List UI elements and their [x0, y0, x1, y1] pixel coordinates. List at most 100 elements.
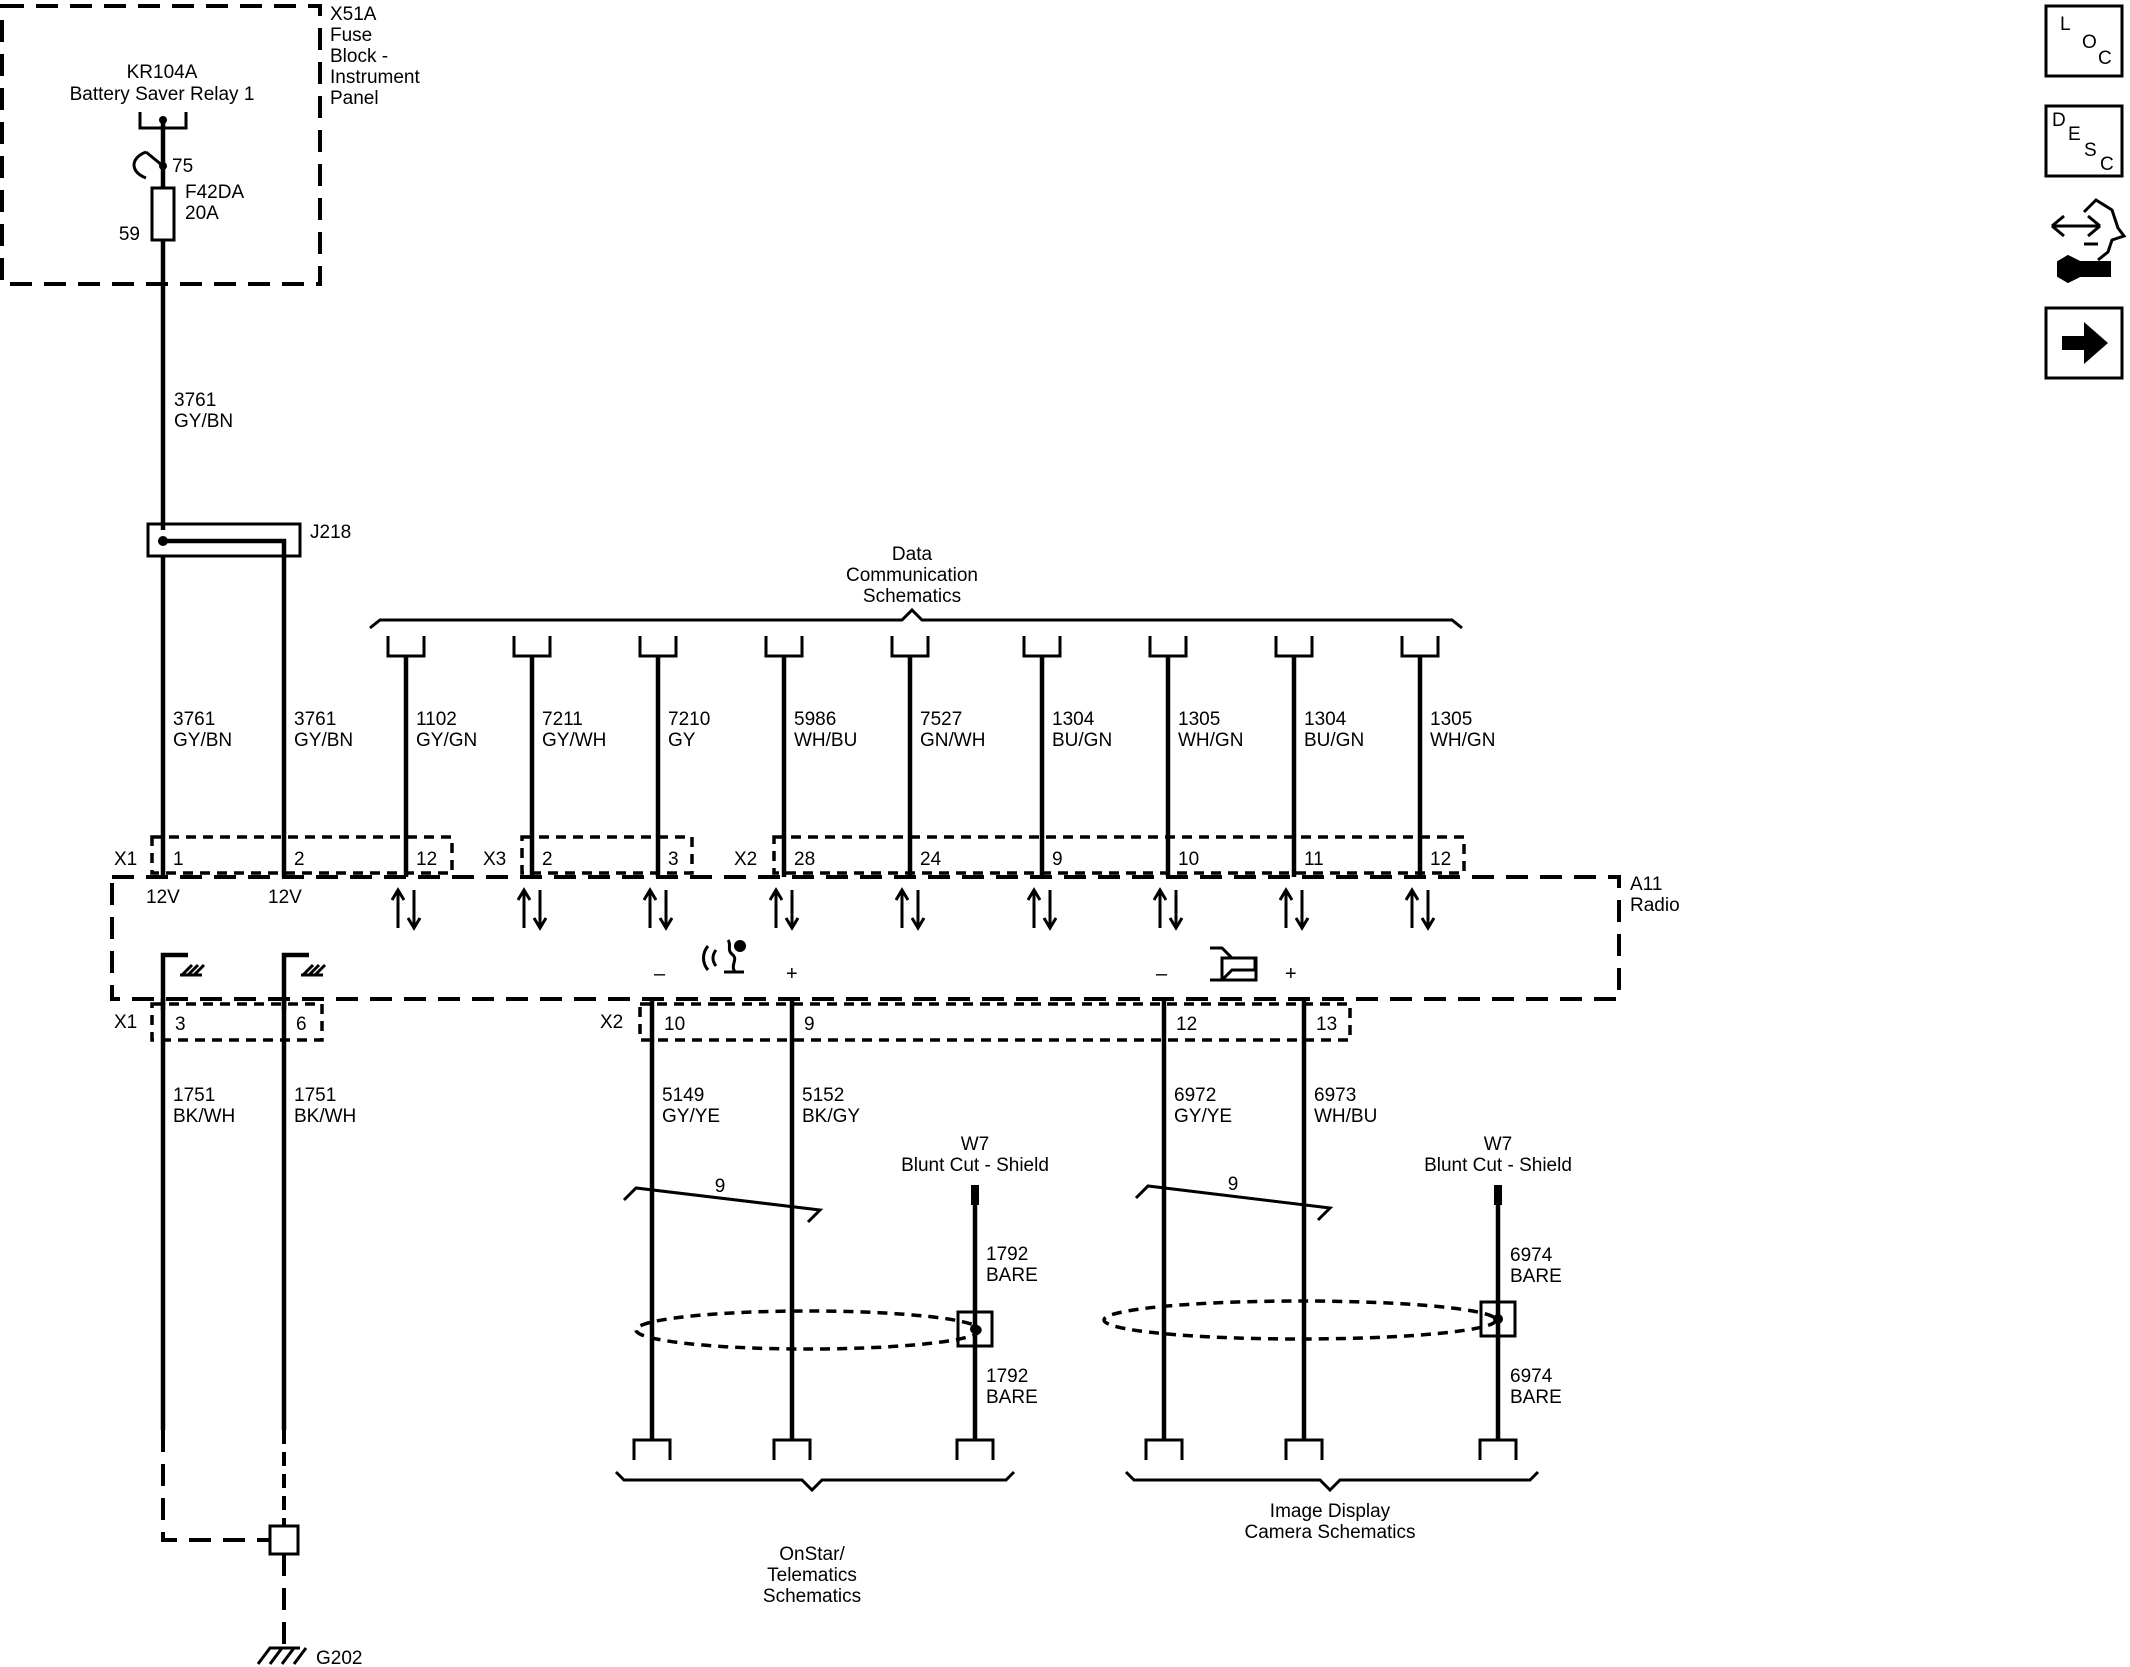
arrow-up: [1152, 887, 1168, 928]
camera-icon: [1210, 946, 1258, 982]
wire-circuit: 7210: [668, 709, 710, 730]
data-line-arrows: [390, 887, 1436, 931]
camera-plus: +: [1285, 963, 1297, 985]
internal-ground-x1-3: [160, 952, 206, 1010]
onstar-label: Schematics: [763, 1586, 861, 1607]
voltage-label: 12V: [146, 887, 180, 908]
camera-label: Camera Schematics: [1244, 1522, 1415, 1543]
next-arrow-icon[interactable]: [2044, 306, 2124, 380]
wire-pin: 12: [416, 849, 437, 870]
wire-pin: 3: [175, 1014, 186, 1035]
connector-x1-upper: [150, 835, 454, 875]
svg-text:L: L: [2060, 14, 2071, 35]
wire-circuit: 5152: [802, 1085, 844, 1106]
wire-circuit: 6972: [1174, 1085, 1216, 1106]
voltage-label: 12V: [268, 887, 302, 908]
feed-wire-color: GY/BN: [174, 411, 233, 432]
loc-icon[interactable]: L O C: [2044, 4, 2124, 78]
fuse-block-connector-id: X51A: [330, 4, 377, 25]
module-id: A11: [1630, 874, 1662, 895]
relay-name: Battery Saver Relay 1: [70, 84, 255, 105]
wire-pin: 1: [173, 849, 184, 870]
shield-terminal-cup: [1478, 1438, 1518, 1460]
arrow-up: [390, 887, 406, 928]
arrow-up: [1278, 887, 1294, 928]
wire-terminal-cup: [386, 636, 426, 658]
connector-service-icon[interactable]: [2051, 198, 2127, 284]
shield-color-upper: BARE: [986, 1265, 1038, 1286]
wire-circuit: 1102: [416, 709, 457, 730]
arrow-down: [910, 890, 926, 931]
internal-ground-x1-6: [281, 952, 327, 1010]
terminal-symbol: [132, 150, 164, 180]
wire-circuit: 1304: [1304, 709, 1347, 730]
wire-color: WH/GN: [1178, 730, 1243, 751]
module-name: Radio: [1630, 895, 1680, 916]
wire-pin: 2: [542, 849, 553, 870]
shield-label: Blunt Cut - Shield: [1424, 1155, 1572, 1176]
shield-ellipse: [1102, 1299, 1498, 1341]
wire-terminal-cup: [1148, 636, 1188, 658]
desc-icon[interactable]: D E S C: [2044, 104, 2124, 178]
shield-circuit-lower: 1792: [986, 1366, 1028, 1387]
data-comm-brace: [369, 607, 1463, 630]
wire-circuit: 5986: [794, 709, 836, 730]
fuse-f42da: [150, 186, 176, 242]
fuse-rating: 20A: [185, 203, 219, 224]
mic-plus: +: [786, 963, 798, 985]
wire-pin: 12: [1176, 1014, 1197, 1035]
fuse-block-name-line: Fuse: [330, 25, 372, 46]
microphone-icon: [702, 939, 746, 974]
twist-count: 9: [715, 1176, 726, 1197]
wire-pin: 10: [1178, 849, 1199, 870]
wire-circuit: 1305: [1430, 709, 1472, 730]
fuse-block-name-line: Instrument: [330, 67, 420, 88]
wire-color: GY/GN: [416, 730, 477, 751]
fuse-id: F42DA: [185, 182, 244, 203]
onstar-telematics-bracket: OnStar/ Telematics Schematics: [614, 1470, 1016, 1607]
wire-circuit: 1304: [1052, 709, 1095, 730]
fuse-pin-bottom: 59: [119, 224, 140, 245]
wire-circuit: 6973: [1314, 1085, 1356, 1106]
wire-pin: 13: [1316, 1014, 1337, 1035]
wire-pin: 11: [1304, 849, 1324, 870]
splice-j218: J218: [146, 522, 351, 558]
arrow-down: [1168, 890, 1184, 931]
svg-text:D: D: [2052, 110, 2066, 131]
data-comm-label: Communication: [846, 565, 978, 586]
ground-connector: [268, 1524, 300, 1556]
data-comm-label: Data: [892, 544, 933, 565]
wire-circuit: 3761: [294, 709, 336, 730]
splice-id: J218: [310, 522, 351, 543]
svg-text:S: S: [2084, 140, 2097, 161]
connector-x3-upper: [520, 835, 694, 875]
onstar-label: OnStar/: [779, 1544, 845, 1565]
fuse-block-name-line: Panel: [330, 88, 379, 109]
arrow-up: [642, 887, 658, 928]
shield-camera: W7 Blunt Cut - Shield 6974 BARE 6974 BAR…: [1102, 1134, 1572, 1440]
wire-color: BK/WH: [173, 1106, 235, 1127]
onstar-label: Telematics: [767, 1565, 857, 1586]
wire-circuit: 1751: [173, 1085, 215, 1106]
splice-bar: [163, 538, 287, 556]
wire-terminal-cup: [772, 1438, 812, 1460]
twisted-pair-camera: 9: [1134, 1174, 1334, 1222]
wire-terminal-cup: [1022, 636, 1062, 658]
svg-text:C: C: [2100, 154, 2114, 175]
wire-pin: 2: [294, 849, 305, 870]
wire-pin: 9: [1052, 849, 1063, 870]
connector-x3-upper-label: X3: [483, 849, 506, 870]
wire-pin: 6: [296, 1014, 307, 1035]
wire-color: BK/GY: [802, 1106, 860, 1127]
fuse-block-x51a: X51A Fuse Block - Instrument Panel KR104…: [0, 4, 420, 286]
arrow-down: [1420, 890, 1436, 931]
wire-circuit: 3761: [173, 709, 215, 730]
shield-drain-box: [1479, 1300, 1517, 1338]
wire-pin: 28: [794, 849, 815, 870]
wire-terminal-cup: [1284, 1438, 1324, 1460]
wire-terminal-cup: [1274, 636, 1314, 658]
arrow-up: [894, 887, 910, 928]
shield-circuit-upper: 1792: [986, 1244, 1028, 1265]
fuse-block-name-line: Block -: [330, 46, 388, 67]
